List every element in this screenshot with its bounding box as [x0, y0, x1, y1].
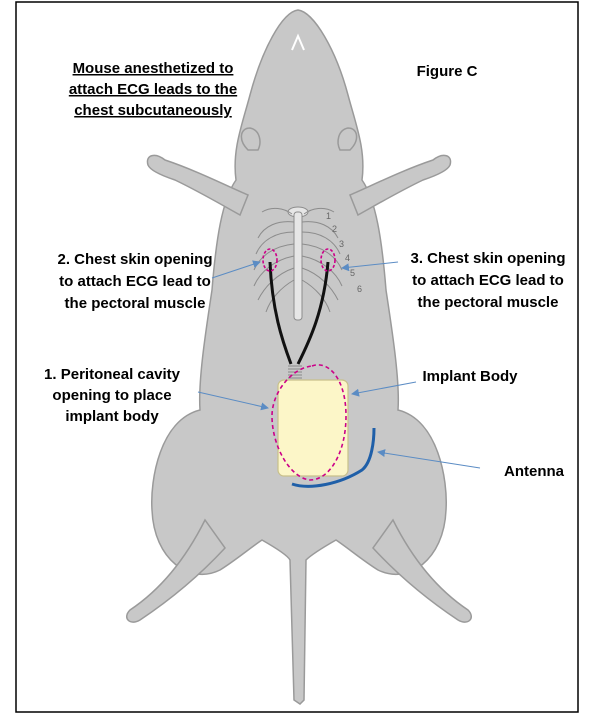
figure-title: Mouse anesthetized to attach ECG leads t… [69, 60, 237, 119]
label-peritoneal-line-2: opening to place [52, 387, 171, 404]
label-implant-body: Implant Body [422, 368, 518, 385]
rib-number-1: 1 [326, 211, 331, 221]
label-chest-right-line-1: 3. Chest skin opening [410, 250, 565, 267]
label-chest-left-line-1: 2. Chest skin opening [57, 251, 212, 268]
label-chest-left: 2. Chest skin opening to attach ECG lead… [57, 251, 212, 312]
label-chest-right: 3. Chest skin opening to attach ECG lead… [410, 250, 565, 311]
title-line-2: attach ECG leads to the [69, 81, 237, 98]
rib-number-3: 3 [339, 239, 344, 249]
label-peritoneal: 1. Peritoneal cavity opening to place im… [44, 366, 181, 425]
spine [294, 212, 302, 320]
label-antenna: Antenna [504, 463, 565, 480]
label-chest-right-line-3: the pectoral muscle [418, 294, 559, 311]
rib-number-2: 2 [332, 224, 337, 234]
label-chest-left-line-2: to attach ECG lead to [59, 273, 211, 290]
rib-number-5: 5 [350, 268, 355, 278]
label-peritoneal-line-1: 1. Peritoneal cavity [44, 366, 181, 383]
label-chest-right-line-2: to attach ECG lead to [412, 272, 564, 289]
rib-number-4: 4 [345, 253, 350, 263]
mouse-left-ear [241, 128, 260, 150]
title-line-1: Mouse anesthetized to [73, 60, 234, 77]
implant-body [278, 380, 348, 476]
figure-label: Figure C [417, 63, 478, 80]
label-chest-left-line-3: the pectoral muscle [65, 295, 206, 312]
title-line-3: chest subcutaneously [74, 102, 232, 119]
label-peritoneal-line-3: implant body [65, 408, 159, 425]
mouse-right-ear [338, 128, 357, 150]
rib-number-6: 6 [357, 284, 362, 294]
